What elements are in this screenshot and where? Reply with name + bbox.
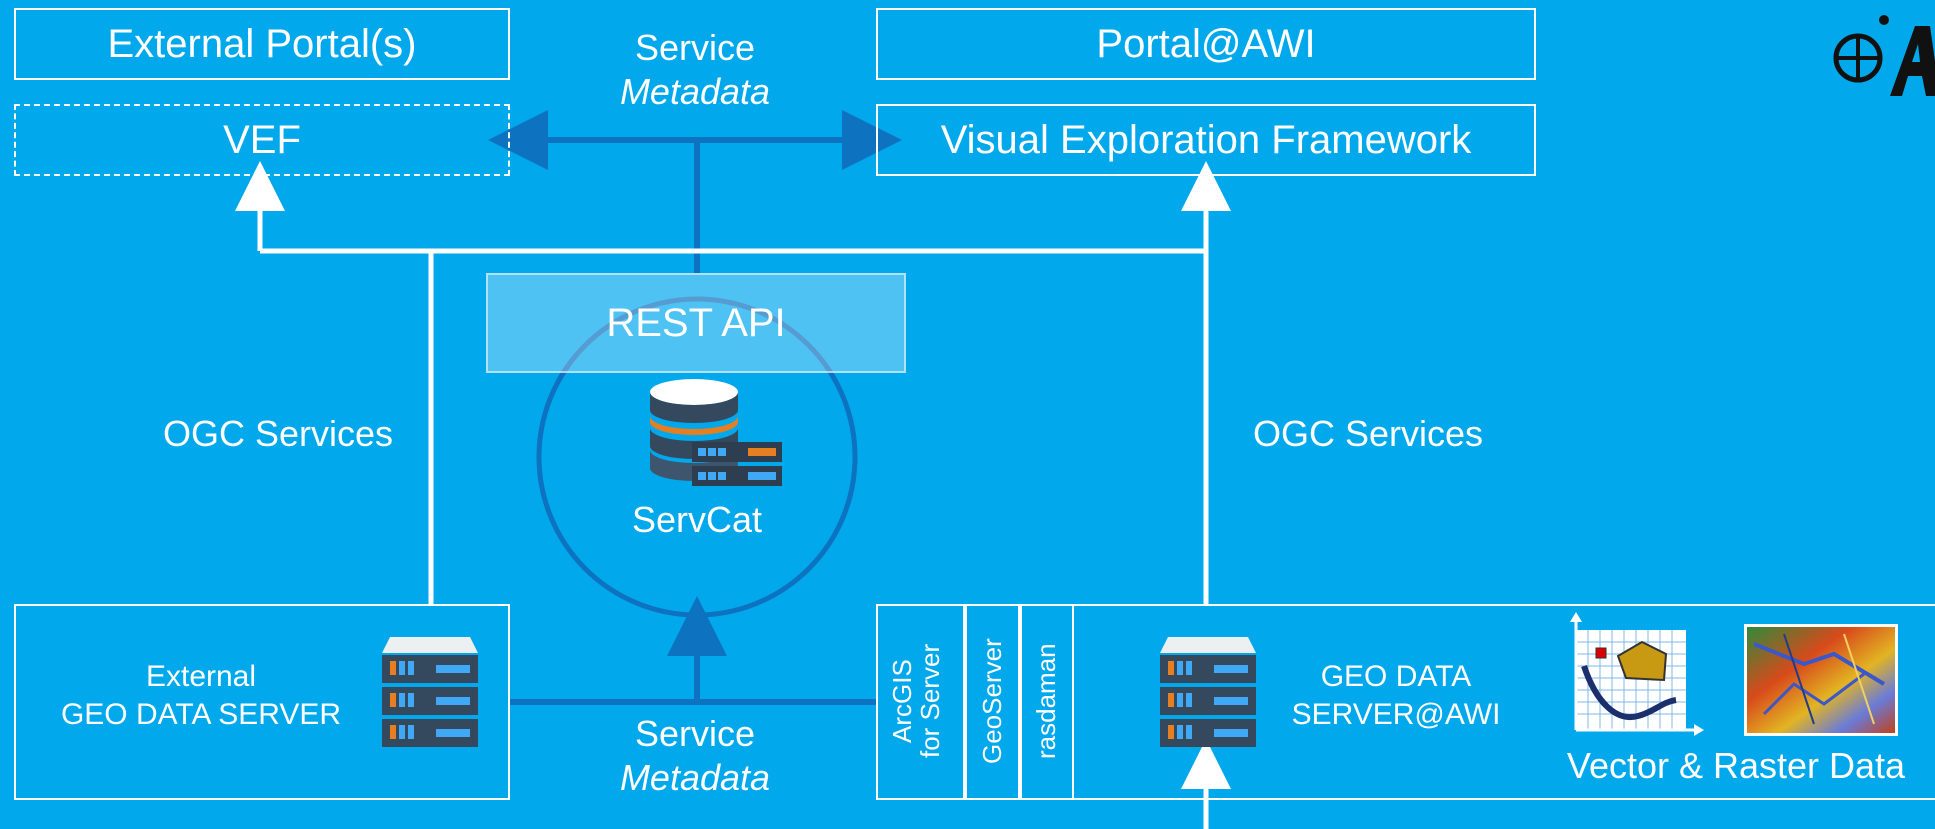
external-label-line2: GEO DATA SERVER — [60, 698, 342, 731]
software-divider-3 — [1072, 604, 1074, 800]
geoserver-label: GeoServer — [977, 638, 1007, 764]
awi-server-label: GEO DATA SERVER@AWI — [1276, 658, 1516, 734]
external-label-line1: External — [145, 660, 257, 693]
vef-box: VEF — [14, 104, 510, 176]
arcgis-for-server-label: ArcGIS for Server — [887, 643, 945, 759]
vef-label: VEF — [223, 117, 301, 162]
vector-raster-label: Vector & Raster Data — [1566, 745, 1906, 786]
external-geo-data-server-box — [14, 604, 510, 800]
ogc-services-left: OGC Services — [162, 413, 394, 454]
rest-api-label: REST API — [606, 300, 786, 345]
raster-data-icon — [1744, 624, 1898, 741]
service-label: Service — [634, 27, 756, 68]
portal-awi-box: Portal@AWI — [876, 8, 1536, 80]
awi-label-line1: GEO DATA — [1320, 660, 1472, 693]
vector-data-icon — [1566, 612, 1706, 747]
logo-icon — [1830, 10, 1935, 117]
external-server-label: External GEO DATA SERVER — [36, 658, 366, 734]
rest-api-box: REST API — [486, 273, 906, 373]
awi-label-line2: SERVER@AWI — [1291, 698, 1501, 731]
metadata-label-bottom: Metadata — [619, 757, 771, 798]
external-portals-box: External Portal(s) — [14, 8, 510, 80]
server-icon — [1158, 637, 1258, 756]
database-icon — [648, 378, 784, 499]
software-divider-2 — [1018, 604, 1022, 800]
metadata-label: Metadata — [619, 71, 771, 112]
software-divider-1 — [963, 604, 967, 800]
service-metadata-bottom: Service Metadata — [590, 712, 800, 800]
visual-exploration-framework-box: Visual Exploration Framework — [876, 104, 1536, 176]
external-portals-label: External Portal(s) — [107, 21, 417, 66]
visual-exploration-framework-label: Visual Exploration Framework — [940, 117, 1472, 162]
portal-awi-label: Portal@AWI — [1096, 21, 1316, 66]
servcat-label: ServCat — [631, 499, 763, 540]
server-icon — [380, 637, 480, 756]
rasdaman-label: rasdaman — [1031, 643, 1061, 759]
ogc-services-right: OGC Services — [1252, 413, 1484, 454]
service-label-bottom: Service — [634, 713, 756, 754]
geo-data-server-awi-box — [876, 604, 1935, 800]
service-metadata-top: Service Metadata — [590, 26, 800, 114]
